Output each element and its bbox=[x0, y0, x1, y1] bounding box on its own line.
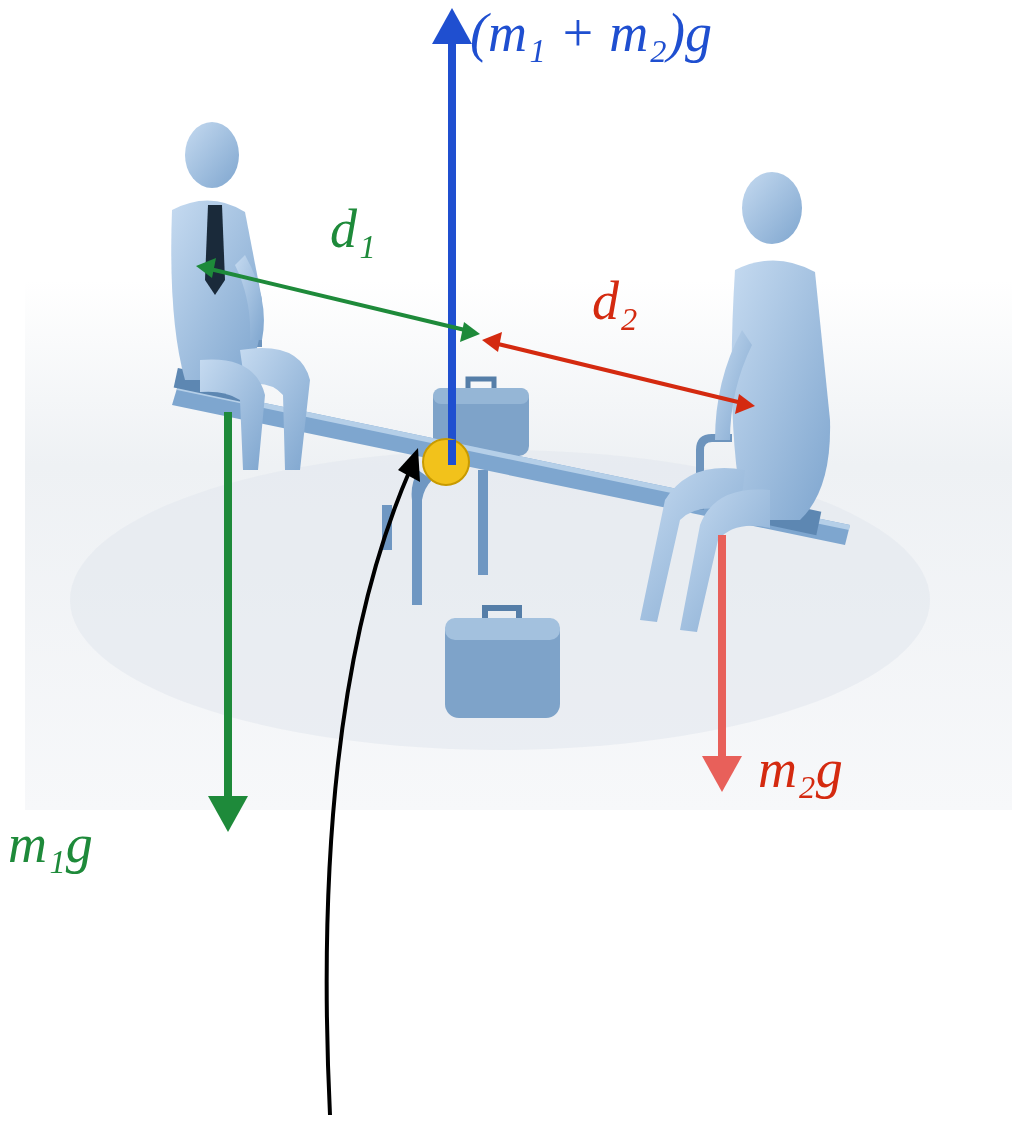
left-person bbox=[171, 122, 310, 470]
support-force-arrow bbox=[448, 40, 456, 455]
force-label: m₂g bbox=[758, 740, 843, 799]
pointer-arrow bbox=[327, 470, 410, 1115]
weight-arrow bbox=[224, 412, 232, 800]
briefcase bbox=[445, 608, 560, 718]
distance-arrow bbox=[482, 332, 755, 414]
seesaw-stand bbox=[382, 470, 488, 605]
force-label: (m₁ + m₂)g bbox=[470, 4, 712, 63]
distance-label: d₂ bbox=[592, 272, 638, 331]
weight-arrow bbox=[718, 535, 726, 760]
ground bbox=[25, 280, 1012, 810]
necktie bbox=[205, 205, 225, 295]
pivot bbox=[423, 439, 469, 485]
distance-label: d₁ bbox=[330, 200, 376, 259]
force-label: m₁g bbox=[8, 815, 93, 874]
distance-arrow bbox=[196, 258, 480, 342]
